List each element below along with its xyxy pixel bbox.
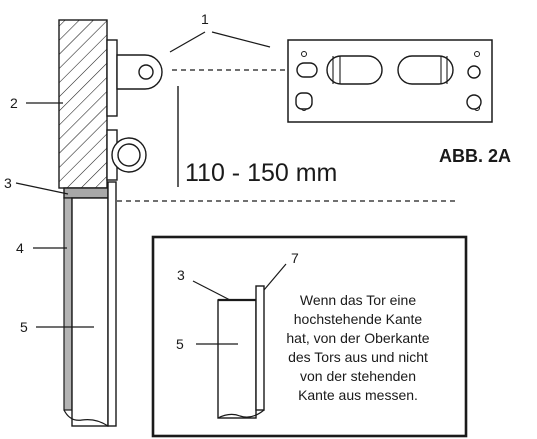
inset-note-line: Kante aus messen.	[298, 387, 418, 403]
callout-3: 3	[4, 175, 12, 191]
gate-top-edge	[63, 187, 109, 199]
inset-note-line: des Tors aus und nicht	[288, 349, 428, 365]
callout-leaders	[15, 31, 271, 328]
inset-note-line: Wenn das Tor eine	[300, 292, 416, 308]
gate-panel	[63, 181, 117, 427]
figure-label: ABB. 2A	[439, 146, 511, 166]
wall-post	[58, 19, 108, 189]
mounting-plate	[287, 39, 493, 123]
callout-5: 5	[20, 319, 28, 335]
measurement-label: 110 - 150 mm	[185, 159, 337, 187]
inset-callout-3: 3	[177, 267, 185, 283]
callout-2: 2	[10, 95, 18, 111]
inset-note-line: von der stehenden	[300, 368, 416, 384]
callout-4: 4	[16, 240, 24, 256]
inset-box	[151, 235, 468, 438]
inset-callout-7: 7	[291, 250, 299, 266]
upper-bracket	[106, 39, 163, 117]
lower-hinge	[106, 129, 147, 181]
inset-note-line: hochstehende Kante	[294, 311, 423, 327]
inset-callout-5: 5	[176, 336, 184, 352]
inset-note: Wenn das Tor eine hochstehende Kante hat…	[286, 292, 429, 403]
inset-note-line: hat, von der Oberkante	[286, 330, 429, 346]
callout-1: 1	[201, 11, 209, 27]
